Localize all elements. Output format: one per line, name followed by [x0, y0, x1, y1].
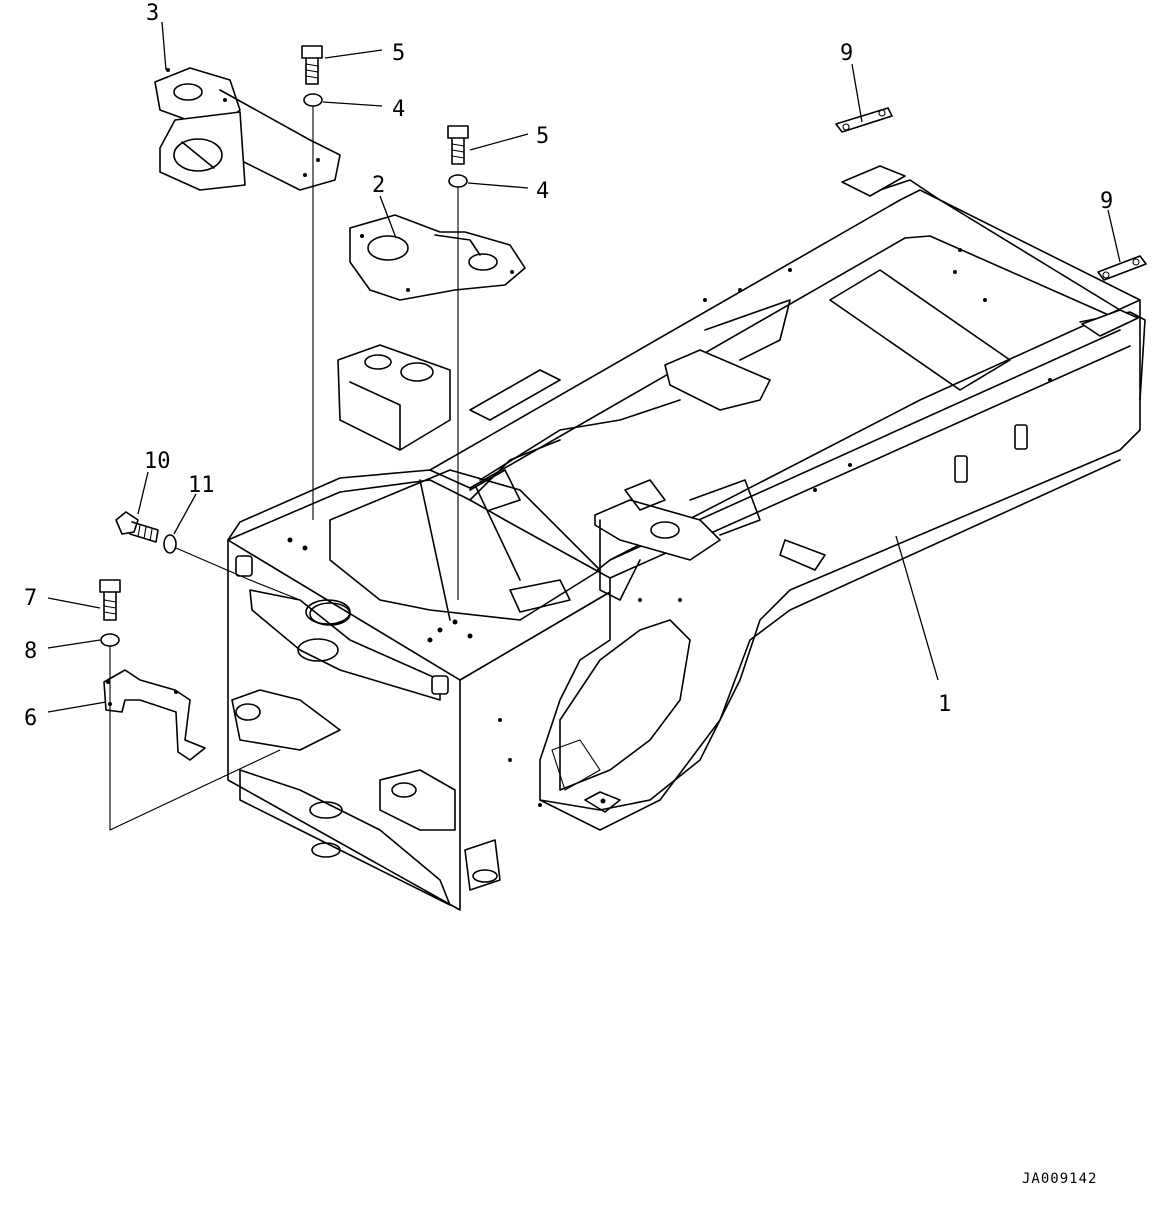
part-9a-tab	[835, 107, 893, 133]
bolt-5a-icon	[301, 45, 323, 85]
leader-lines	[47, 21, 1121, 831]
callouts: 1 2 3 4 4 5 5 6 7 8 9 9 10 11 JA009142	[24, 1, 1113, 1187]
callout-6: 6	[24, 706, 37, 731]
callout-4a: 4	[392, 97, 405, 122]
callout-2: 2	[372, 173, 385, 198]
callout-3: 3	[146, 1, 159, 26]
bolt-10-icon	[115, 511, 159, 543]
bolt-7-icon	[99, 579, 121, 621]
callout-9b: 9	[1100, 189, 1113, 214]
washer-4b-icon	[448, 174, 468, 188]
part-2-bracket	[349, 214, 526, 301]
main-frame-drawing	[227, 165, 1146, 911]
callout-11: 11	[188, 473, 215, 498]
callout-8: 8	[24, 639, 37, 664]
callout-9a: 9	[840, 41, 853, 66]
callout-5b: 5	[536, 124, 549, 149]
bolt-5b-icon	[447, 125, 469, 165]
part-6-bracket	[103, 669, 206, 761]
callout-1: 1	[938, 692, 951, 717]
callout-7: 7	[24, 586, 37, 611]
part-9b-tab	[1097, 255, 1147, 281]
washer-11-icon	[163, 534, 177, 554]
callout-5a: 5	[392, 41, 405, 66]
washer-8-icon	[100, 633, 120, 647]
callout-10: 10	[144, 449, 171, 474]
washer-4a-icon	[303, 93, 323, 107]
part-3-bracket	[154, 67, 341, 191]
callout-4b: 4	[536, 179, 549, 204]
drawing-reference: JA009142	[1022, 1171, 1097, 1187]
